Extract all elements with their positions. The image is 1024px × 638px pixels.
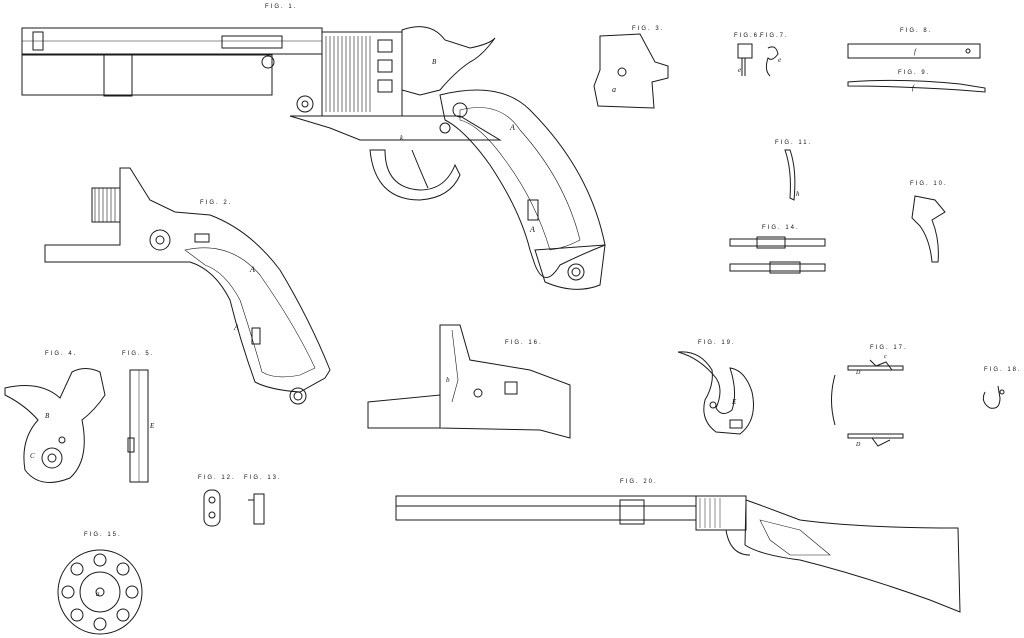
part-letter-E: E <box>731 398 737 406</box>
fig-16-label: FIG. 16. <box>505 340 543 346</box>
fig-17-mechanism: D D c <box>831 354 904 448</box>
fig-1-label: FIG. 1. <box>265 4 298 10</box>
fig-18-label: FIG. 18. <box>984 367 1022 373</box>
fig-3-label: FIG. 3. <box>632 26 665 32</box>
part-letter-E: E <box>149 422 155 430</box>
fig-4-label: FIG. 4. <box>45 351 78 357</box>
part-letter-b: b <box>446 376 450 384</box>
fig-14-rods <box>729 236 826 274</box>
fig-10-trigger <box>911 195 946 263</box>
fig-2-frame: A A <box>44 167 331 405</box>
part-letter-D: D <box>855 442 861 448</box>
part-letter-f: f <box>912 84 915 92</box>
fig-12-13-links <box>203 489 265 527</box>
part-letter-a: a <box>612 85 616 94</box>
fig-20-label: FIG. 20. <box>620 479 658 485</box>
fig-15-cylinder-face: a <box>57 549 143 635</box>
fig-4-hammer: B C <box>4 368 106 483</box>
part-letter-D: D <box>855 370 861 376</box>
fig-16-frame-section: b <box>367 324 571 439</box>
part-letter-A: A <box>529 225 535 234</box>
fig-6-7-pins: e e <box>737 43 781 77</box>
part-letter-e: e <box>778 56 781 64</box>
part-letter-k: k <box>400 134 404 142</box>
fig-2-label: FIG. 2. <box>200 200 233 206</box>
part-letter-a: a <box>96 590 100 598</box>
fig-11-label: FIG. 11. <box>775 140 813 146</box>
fig-10-label: FIG. 10. <box>910 181 948 187</box>
part-letter-A: A <box>233 323 239 332</box>
part-letter-h: h <box>796 190 800 198</box>
fig-6-label: FIG.6. <box>734 33 763 39</box>
fig-19-lever: E <box>677 351 754 435</box>
fig-14-label: FIG. 14. <box>762 225 800 231</box>
part-letter-C: C <box>30 452 35 460</box>
part-letter-A: A <box>509 123 515 132</box>
fig-18-spring-clip <box>982 385 1005 409</box>
fig-8-label: FIG. 8. <box>900 28 933 34</box>
fig-20-carbine <box>395 495 961 613</box>
fig-3-plate: a <box>593 33 669 109</box>
fig-11-spring: h <box>784 149 800 201</box>
part-letter-e: e <box>738 66 741 74</box>
fig-5-hammer-edge: E <box>127 369 155 483</box>
fig-15-label: FIG. 15. <box>84 532 122 538</box>
fig-9-label: FIG. 9. <box>898 70 931 76</box>
part-letter-c: c <box>884 354 887 360</box>
part-letter-f: f <box>914 48 917 56</box>
fig-7-label: FIG.7. <box>760 33 789 39</box>
part-letter-B: B <box>45 412 50 420</box>
part-letter-B: B <box>432 58 437 66</box>
fig-8-9-springs: f f <box>847 43 986 93</box>
part-letter-A: A <box>249 265 255 274</box>
fig-12-label: FIG. 12. <box>198 475 236 481</box>
fig-13-label: FIG. 13. <box>244 475 282 481</box>
fig-5-label: FIG. 5. <box>122 351 155 357</box>
fig-17-label: FIG. 17. <box>870 345 908 351</box>
fig-1-revolver: A A B k <box>21 26 606 290</box>
fig-19-label: FIG. 19. <box>698 340 736 346</box>
